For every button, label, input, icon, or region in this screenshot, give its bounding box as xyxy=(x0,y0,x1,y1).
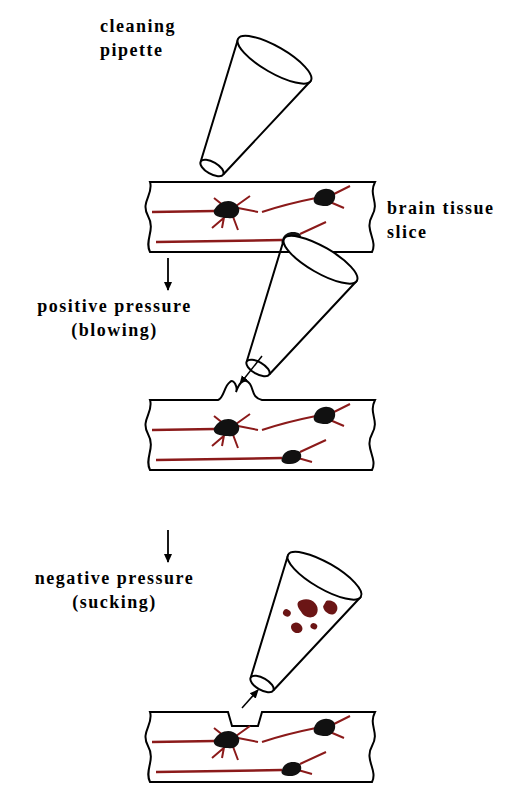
step-label: positive pressure (blowing) xyxy=(12,294,217,342)
slice-label: brain tissue slice xyxy=(387,196,522,244)
step-label: negative pressure (sucking) xyxy=(12,566,217,614)
pipette-label: cleaning pipette xyxy=(100,14,220,62)
